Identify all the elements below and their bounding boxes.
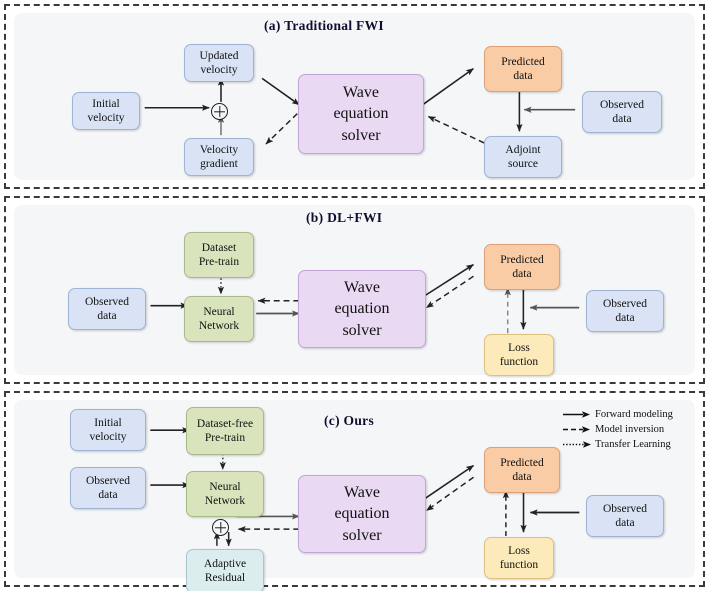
sum-operator-icon (212, 519, 229, 536)
legend-solid-arrow-icon (563, 411, 590, 418)
legend-label-transfer-learning: Transfer Learning (595, 439, 671, 450)
legend-dotted-arrow-icon (563, 441, 591, 448)
legend-label-model-inversion: Model inversion (595, 424, 665, 435)
legend-item-transfer-learning: Transfer Learning (562, 437, 673, 452)
legend-dashed-arrow-icon (563, 426, 590, 433)
panel-ours: (c) Ours (4, 391, 705, 591)
panel-b-title: (b) DL+FWI (306, 210, 383, 225)
legend-item-model-inversion: Model inversion (562, 422, 673, 437)
panel-a-title: (a) Traditional FWI (264, 18, 384, 33)
legend: Forward modeling Model inversion Transfe… (562, 407, 673, 452)
panel-c-title: (c) Ours (324, 413, 375, 428)
legend-item-forward-modeling: Forward modeling (562, 407, 673, 422)
sum-operator-icon (211, 103, 228, 120)
legend-label-forward-modeling: Forward modeling (595, 409, 673, 420)
panel-traditional-fwi: (a) Traditional FWI (4, 4, 705, 189)
